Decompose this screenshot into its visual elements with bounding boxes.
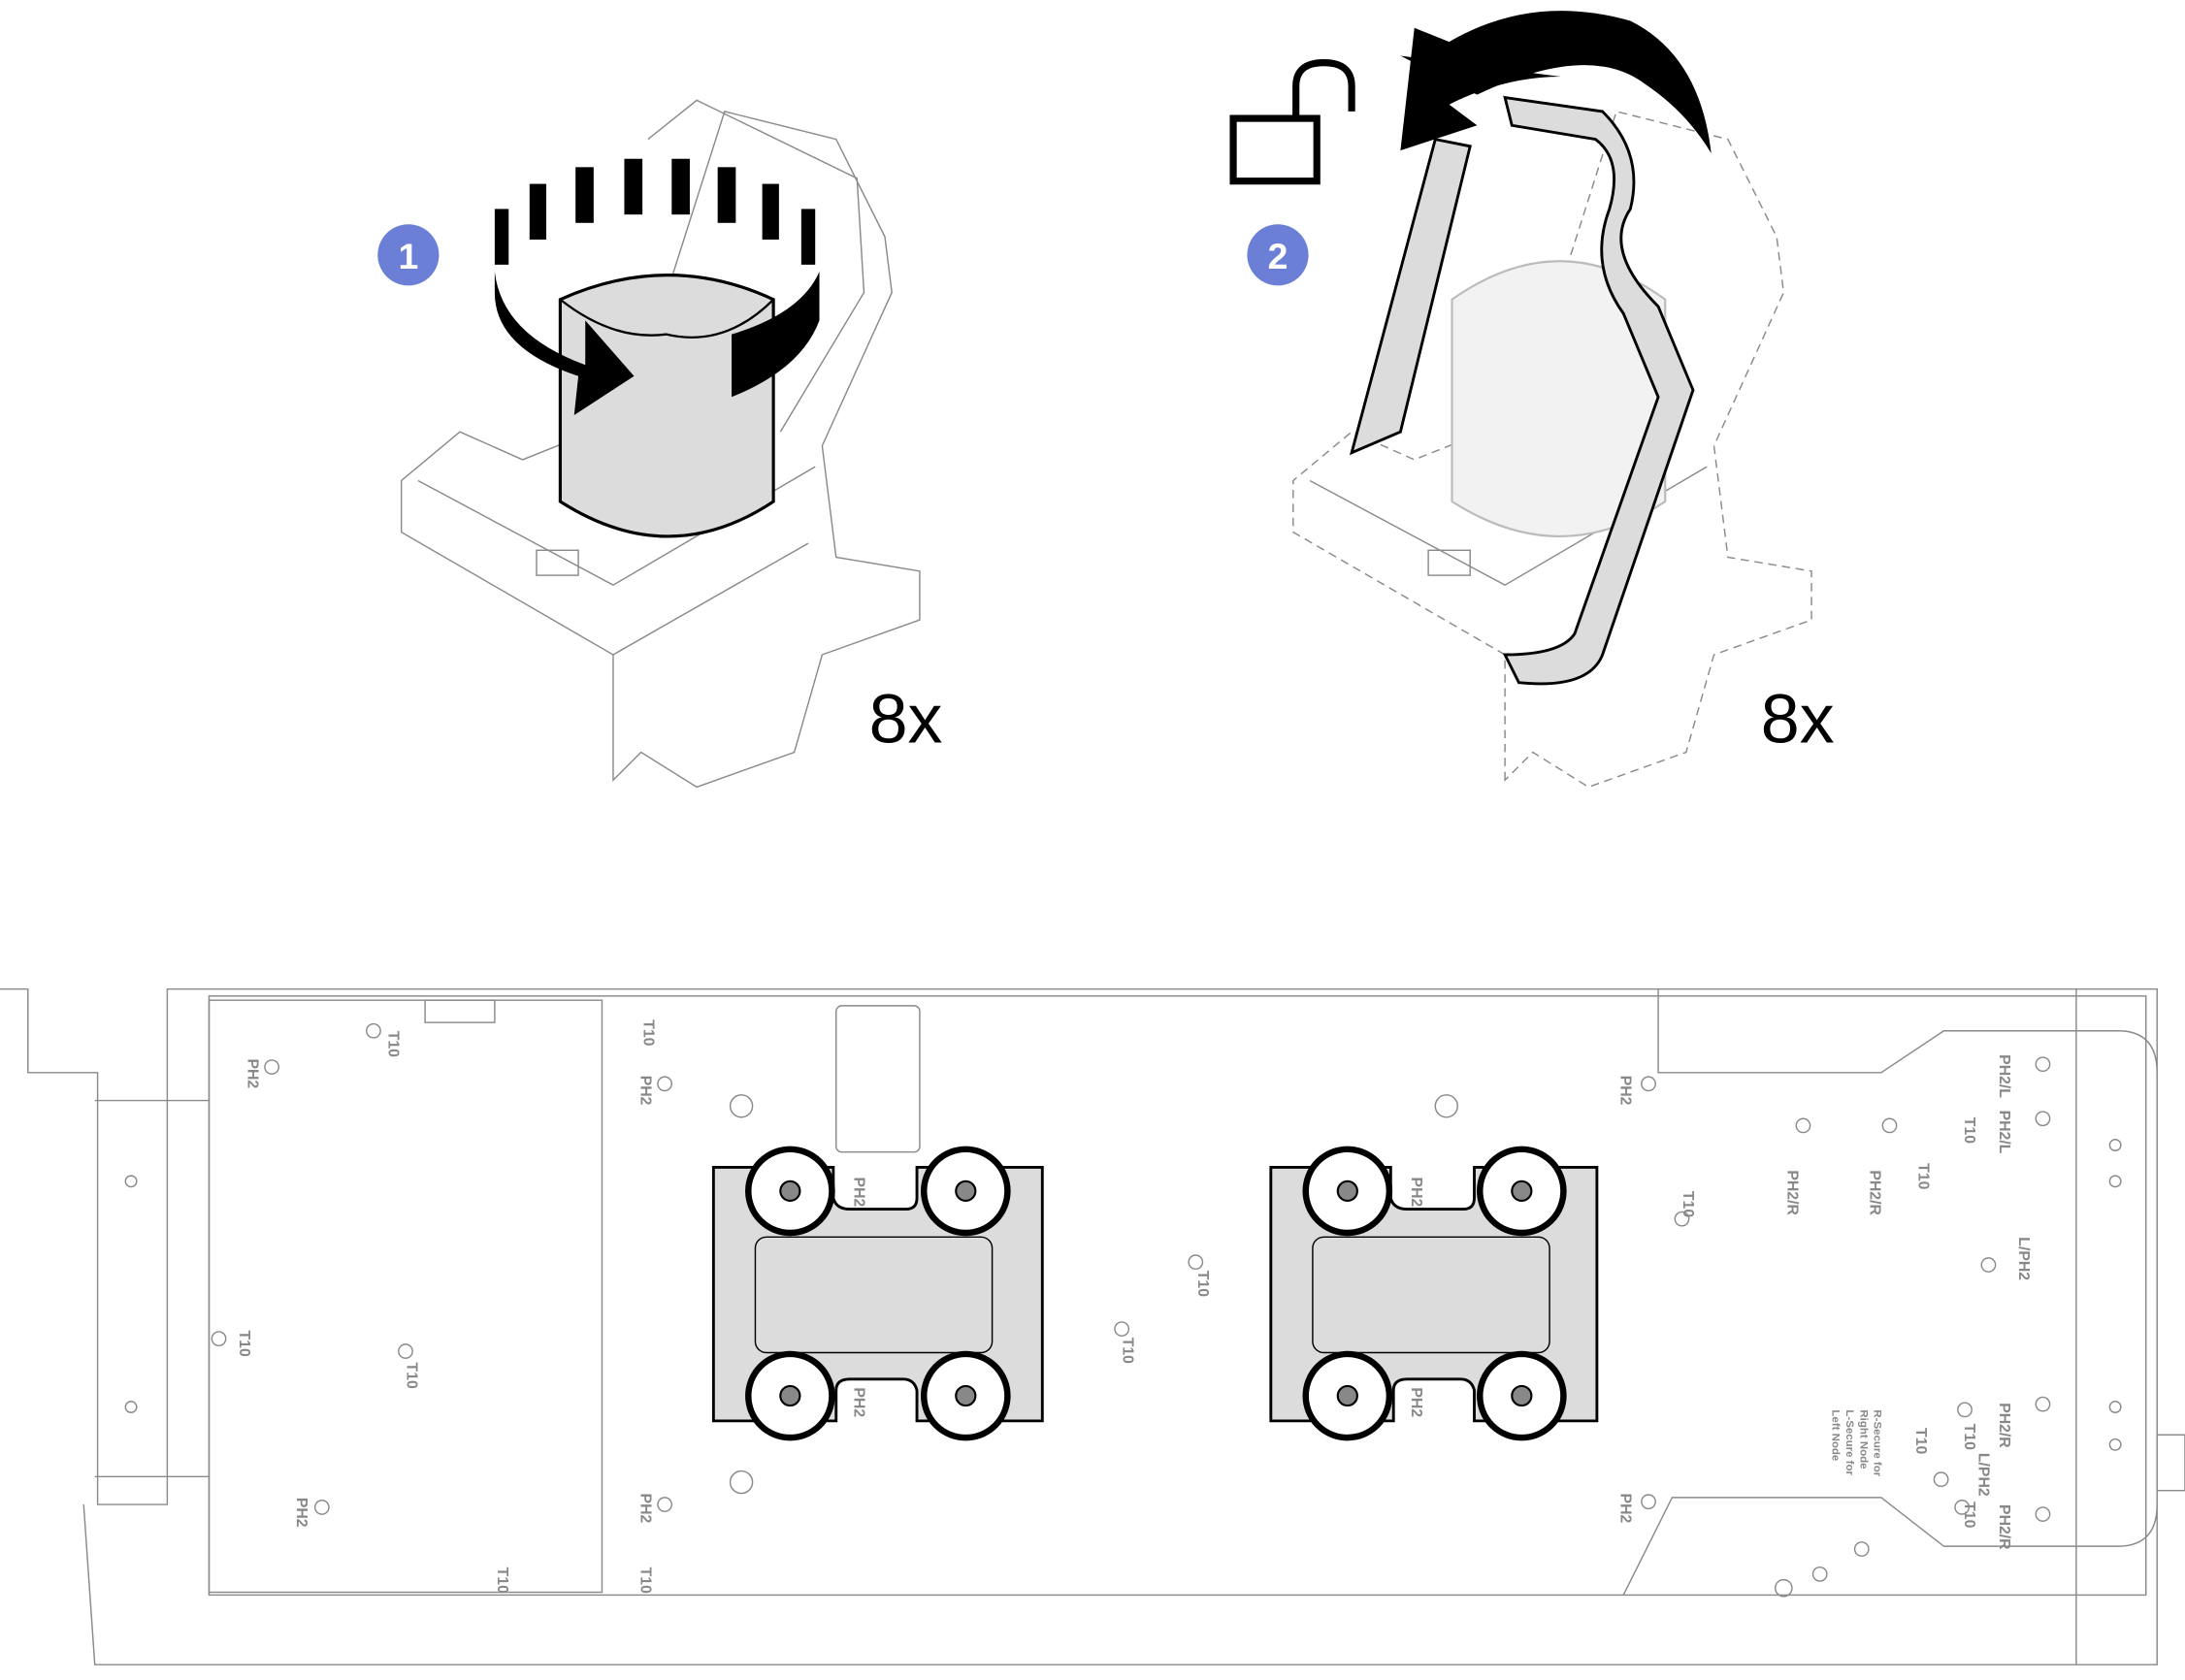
- tray-labels: T10 PH2 T10 PH2 PH2 PH2 PH2 PH2 T10 T10 …: [236, 1019, 2032, 1594]
- secure-note: R-Secure for Right Node L-Secure for Lef…: [1830, 1409, 1883, 1476]
- label-ph2-r: PH2/R: [1996, 1403, 2012, 1448]
- label-t10: T10: [1961, 1424, 1977, 1450]
- step-1-count: 8x: [869, 680, 943, 758]
- label-t10: T10: [385, 1031, 402, 1057]
- label-ph2: PH2: [1616, 1076, 1633, 1106]
- label-t10: T10: [1915, 1163, 1932, 1189]
- step-2-badge: [1247, 224, 1309, 286]
- label-t10: T10: [1680, 1191, 1696, 1217]
- secure-note-line: R-Secure for: [1872, 1409, 1883, 1476]
- label-ph2: PH2: [1408, 1387, 1424, 1417]
- secure-note-line: L-Secure for: [1843, 1409, 1855, 1475]
- label-t10: T10: [494, 1567, 510, 1594]
- label-ph2: PH2: [850, 1387, 866, 1417]
- label-t10: T10: [1120, 1338, 1136, 1364]
- label-ph2-r: PH2/R: [1996, 1504, 2012, 1550]
- step-2-number: 2: [1268, 236, 1288, 276]
- label-ph2: PH2: [293, 1498, 310, 1528]
- label-t10: T10: [403, 1363, 419, 1389]
- label-l-ph2: L/PH2: [1974, 1453, 1991, 1497]
- step-2-illustration: 2 8x: [1229, 11, 1835, 789]
- step-1-badge: [377, 224, 440, 286]
- curved-arrow-icon: [1400, 11, 1712, 153]
- cold-plate-left: [711, 1146, 1044, 1441]
- label-ph2-l: PH2/L: [1996, 1054, 2012, 1098]
- unlock-icon: [1229, 59, 1355, 185]
- rotate-stripes: [494, 158, 816, 265]
- label-ph2-r: PH2/R: [1784, 1170, 1801, 1215]
- label-t10: T10: [1912, 1428, 1929, 1454]
- step-1-illustration: 1 8x: [377, 99, 943, 789]
- label-ph2: PH2: [245, 1058, 261, 1088]
- label-ph2: PH2: [637, 1076, 654, 1106]
- cold-plate-right: [1269, 1146, 1599, 1441]
- label-l-ph2: L/PH2: [2015, 1237, 2032, 1280]
- label-t10: T10: [637, 1567, 654, 1594]
- label-ph2-r: PH2/R: [1866, 1170, 1882, 1215]
- label-t10: T10: [236, 1331, 252, 1357]
- node-tray: [0, 987, 2185, 1665]
- secure-note-line: Right Node: [1857, 1409, 1869, 1469]
- label-ph2: PH2: [1616, 1494, 1633, 1524]
- label-t10: T10: [1194, 1271, 1211, 1297]
- label-t10: T10: [1961, 1117, 1977, 1144]
- label-t10: T10: [1961, 1502, 1977, 1528]
- label-t10: T10: [640, 1019, 657, 1046]
- label-ph2: PH2: [850, 1178, 866, 1208]
- step-2-count: 8x: [1761, 680, 1835, 758]
- label-ph2: PH2: [1408, 1178, 1424, 1208]
- step-1-number: 1: [398, 236, 418, 276]
- label-ph2: PH2: [637, 1494, 654, 1524]
- secure-note-line: Left Node: [1830, 1409, 1842, 1461]
- label-ph2-l: PH2/L: [1996, 1111, 2012, 1154]
